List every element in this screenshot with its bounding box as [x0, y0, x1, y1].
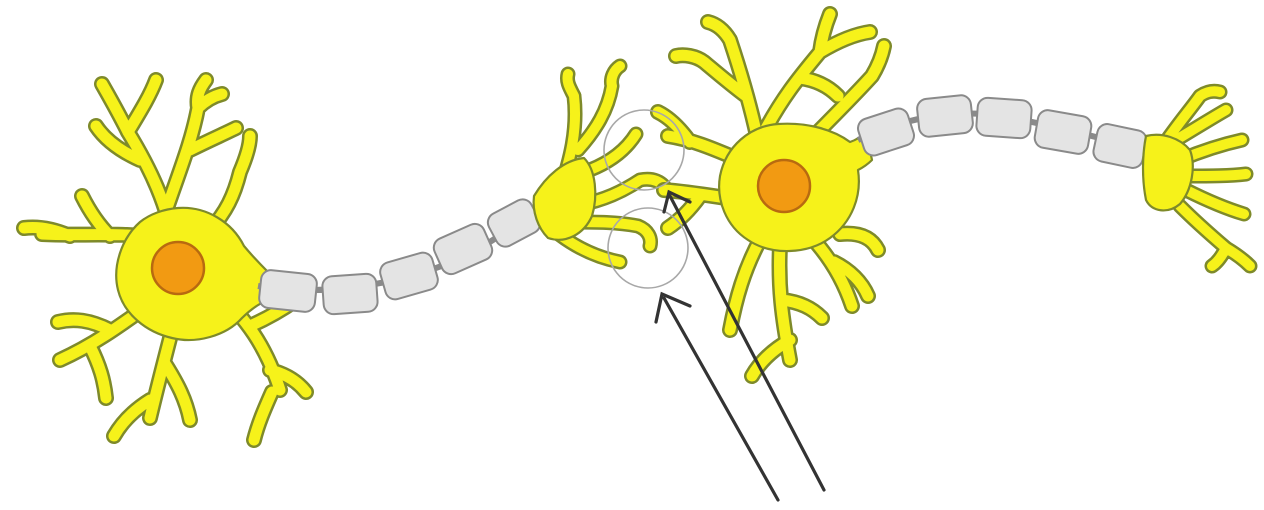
myelin-segment	[855, 106, 916, 158]
arrow-to-lower-synapse	[656, 294, 778, 500]
neuron-right	[658, 14, 884, 376]
myelin-segment	[378, 250, 440, 301]
axon-terminal-left	[534, 66, 664, 262]
myelin-segment	[976, 97, 1033, 139]
neuron-right-nucleus	[758, 160, 810, 212]
myelin-segment	[322, 273, 379, 315]
axon-right-myelin	[855, 94, 1152, 170]
myelin-segment	[1033, 109, 1093, 156]
myelin-segment	[1092, 122, 1149, 170]
myelin-segment	[258, 269, 318, 313]
neuron-left	[24, 80, 306, 440]
axon-left-myelin	[258, 196, 548, 315]
neuron-left-nucleus	[152, 242, 204, 294]
myelin-segment	[916, 94, 974, 137]
axon-terminal-right	[1143, 91, 1250, 266]
